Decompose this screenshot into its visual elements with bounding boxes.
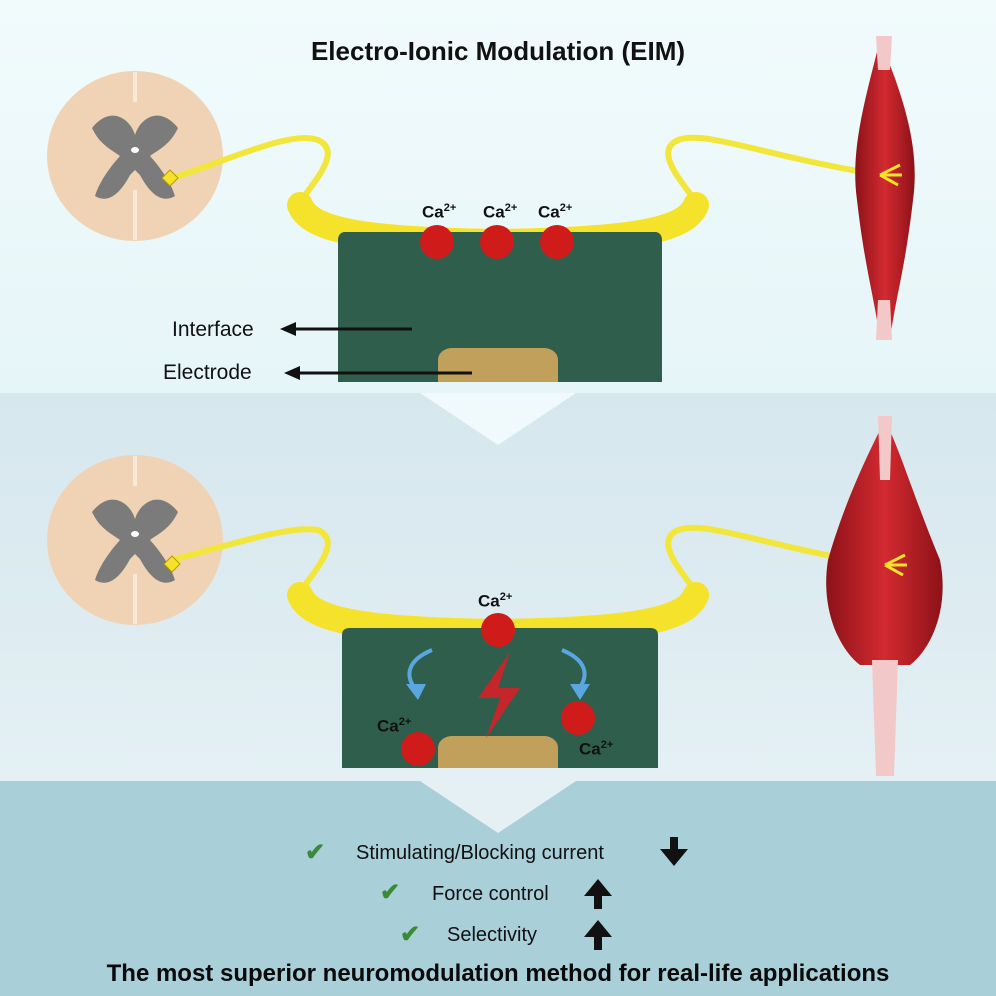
nerve-fiber-middle xyxy=(171,524,881,632)
ion-middle-right xyxy=(561,701,595,735)
flow-arrow-right-head xyxy=(570,684,590,700)
transition-chevron-top xyxy=(420,393,576,445)
ion-middle-left xyxy=(401,732,435,766)
benefit-current: Stimulating/Blocking current xyxy=(356,842,604,864)
arrow-down-icon xyxy=(660,837,688,866)
spinal-cord-top xyxy=(47,71,223,241)
electrode-top xyxy=(438,348,558,382)
ion-top-2 xyxy=(480,225,514,259)
electrode-label: Electrode xyxy=(163,361,252,384)
lightning-icon xyxy=(478,652,520,738)
ion-label: Ca2+ xyxy=(377,716,412,736)
arrow-up-icon xyxy=(584,920,612,950)
checkmark-icon: ✔ xyxy=(400,921,421,948)
interface-label: Interface xyxy=(172,318,254,341)
ion-label: Ca2+ xyxy=(422,202,457,222)
arrow-electrode xyxy=(284,366,472,380)
nerve-fiber-top xyxy=(171,134,881,242)
checkmark-icon: ✔ xyxy=(305,839,326,866)
benefit-force-control: Force control xyxy=(432,883,549,905)
ion-label: Ca2+ xyxy=(538,202,573,222)
muscle-middle xyxy=(826,416,943,776)
neuron-middle xyxy=(163,555,181,573)
transition-chevron-bottom xyxy=(420,781,576,833)
ion-middle-nerve xyxy=(481,613,515,647)
electrode-middle xyxy=(438,736,558,768)
ion-top-3 xyxy=(540,225,574,259)
conclusion-text: The most superior neuromodulation method… xyxy=(106,960,890,987)
muscle-top xyxy=(855,36,915,340)
spinal-cord-middle xyxy=(47,455,223,625)
page-title: Electro-Ionic Modulation (EIM) xyxy=(310,36,686,66)
interface-top xyxy=(338,232,662,382)
ion-label: Ca2+ xyxy=(483,202,518,222)
flow-arrow-left-head xyxy=(406,684,426,700)
arrow-interface xyxy=(280,322,412,336)
checkmark-icon: ✔ xyxy=(380,879,401,906)
ion-label: Ca2+ xyxy=(579,739,614,759)
arrow-up-icon xyxy=(584,879,612,909)
neuron-top xyxy=(161,169,179,187)
benefit-selectivity: Selectivity xyxy=(447,924,538,946)
ion-label: Ca2+ xyxy=(478,591,513,611)
ion-top-1 xyxy=(420,225,454,259)
